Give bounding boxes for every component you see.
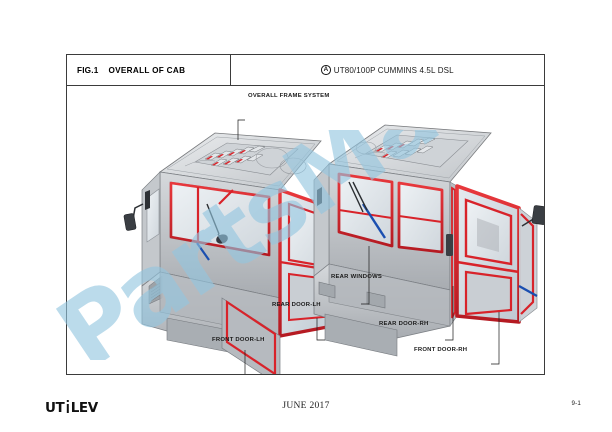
circled-a-icon: A: [321, 65, 331, 75]
figure-number: FIG.1: [77, 65, 99, 75]
logo-i-mark: [64, 399, 70, 416]
cab-right-wiper: [348, 181, 368, 213]
callout-front-door-rh: FRONT DOOR-RH: [414, 347, 468, 353]
model-text: UT80/100P CUMMINS 4.5L DSL: [333, 65, 454, 75]
cab-left-grab-handle: [145, 190, 150, 210]
cab-right-step-plate: [324, 313, 398, 357]
cab-left-rear-frame-highlight: [169, 181, 271, 257]
logo-i-dot: [66, 400, 69, 403]
callout-leader-lines: [237, 119, 500, 374]
title-block-left: FIG.1 OVERALL OF CAB: [67, 55, 231, 85]
roof-light-red-accents: [206, 150, 246, 166]
callout-rear-windows: REAR WINDOWS: [331, 274, 383, 280]
logo-text-part1: UT: [45, 400, 65, 416]
cab-left-mirror: [123, 203, 144, 231]
artwork-area: [67, 86, 544, 374]
callout-rear-door-rh: REAR DOOR-RH: [379, 321, 429, 327]
callout-overall-frame-system: OVERALL FRAME SYSTEM: [248, 93, 330, 99]
utilev-logo: UT LEV: [45, 399, 98, 416]
figure-title: OVERALL OF CAB: [108, 65, 186, 75]
cab-right-assembly: [313, 124, 544, 357]
cab-right-mirror: [521, 205, 544, 227]
page-footer: UT LEV JUNE 2017 9-1: [0, 396, 612, 424]
footer-date: JUNE 2017: [282, 401, 330, 411]
callout-rear-door-lh: REAR DOOR-LH: [272, 302, 321, 308]
cab-assembly-illustration: [123, 119, 544, 374]
model-designation: A UT80/100P CUMMINS 4.5L DSL: [321, 65, 454, 75]
cab-left-wiper-motor: [216, 234, 228, 244]
logo-i-stem: [66, 404, 69, 413]
cab-right-rear-pillar: [313, 163, 330, 277]
roof-light-red-accents-right: [376, 144, 405, 158]
cab-left-interior-bars: [196, 187, 234, 242]
cab-left-blue-accent: [196, 242, 210, 261]
cab-left-assembly: [123, 132, 360, 374]
cab-left-vent-louvers: [150, 282, 161, 302]
cab-left-roof: [158, 132, 322, 191]
front-door-lh: [221, 297, 281, 374]
cab-right-windshield-frame: [518, 207, 538, 323]
drawing-frame: FIG.1 OVERALL OF CAB A UT80/100P CUMMINS…: [66, 54, 545, 375]
title-block: FIG.1 OVERALL OF CAB A UT80/100P CUMMINS…: [67, 55, 544, 86]
title-block-right: A UT80/100P CUMMINS 4.5L DSL: [231, 55, 544, 85]
callout-front-door-lh: FRONT DOOR-LH: [212, 337, 265, 343]
cab-right-grab-handle: [317, 187, 322, 206]
cab-right-mount-brackets: [318, 281, 386, 309]
rear-door-rh-hinge: [446, 234, 453, 256]
cab-right-roof: [327, 124, 492, 183]
logo-text-part2: LEV: [70, 400, 98, 416]
page-number: 9-1: [571, 400, 581, 407]
front-door-rh: [455, 184, 521, 324]
